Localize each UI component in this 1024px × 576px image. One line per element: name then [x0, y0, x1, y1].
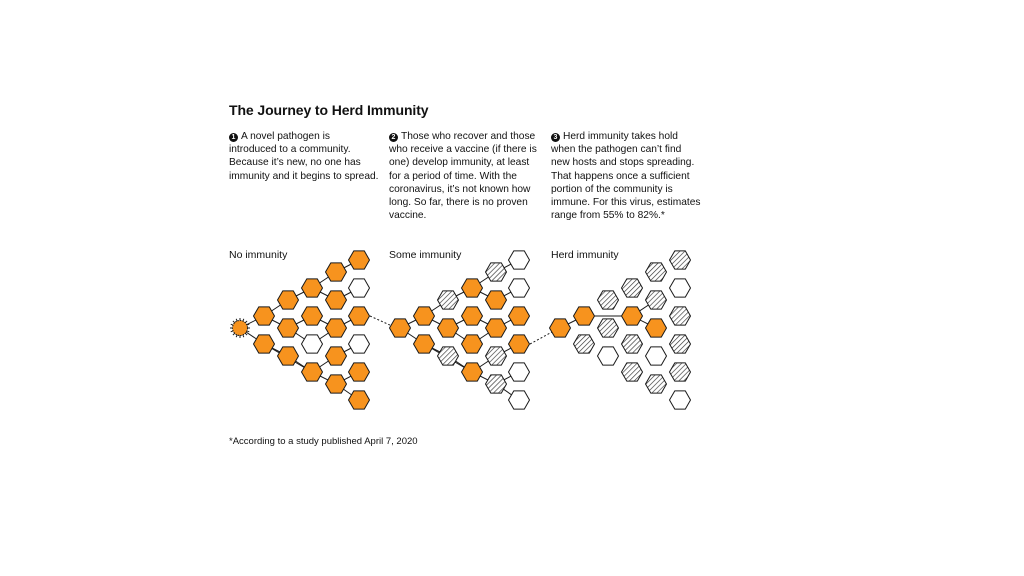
infected-person-hexagon: [507, 334, 531, 354]
infected-person-hexagon: [324, 346, 348, 366]
infected-person-hexagon: [252, 334, 276, 354]
infected-person-hexagon: [412, 306, 436, 326]
chart-title: The Journey to Herd Immunity: [229, 102, 429, 118]
infected-person-hexagon: [347, 306, 371, 326]
infected-person-hexagon: [548, 318, 572, 338]
susceptible-person-hexagon: [507, 362, 531, 382]
infected-person-hexagon: [252, 306, 276, 326]
panel-label-no-immunity: No immunity: [229, 249, 288, 261]
step-1-number: 1: [229, 133, 238, 142]
infected-person-hexagon: [324, 374, 348, 394]
infected-person-hexagon: [484, 290, 508, 310]
dashed-link-2-3: [529, 331, 553, 345]
infected-person-hexagon: [620, 306, 644, 326]
susceptible-person-hexagon: [347, 334, 371, 354]
susceptible-person-hexagon: [347, 278, 371, 298]
infected-person-hexagon: [300, 278, 324, 298]
infected-person-hexagon: [324, 262, 348, 282]
infected-person-hexagon: [644, 318, 668, 338]
immune-person-hexagon: [484, 346, 508, 366]
panel-label-some-immunity: Some immunity: [389, 249, 462, 261]
infected-person-hexagon: [460, 362, 484, 382]
immune-person-hexagon: [484, 374, 508, 394]
infected-person-hexagon: [460, 278, 484, 298]
susceptible-person-hexagon: [668, 278, 692, 298]
immune-person-hexagon: [596, 290, 620, 310]
immune-person-hexagon: [644, 262, 668, 282]
susceptible-person-hexagon: [300, 334, 324, 354]
immune-person-hexagon: [620, 362, 644, 382]
immune-person-hexagon: [644, 290, 668, 310]
susceptible-person-hexagon: [596, 346, 620, 366]
infected-person-hexagon: [484, 318, 508, 338]
infected-person-hexagon: [324, 290, 348, 310]
immune-person-hexagon: [436, 290, 460, 310]
susceptible-person-hexagon: [644, 346, 668, 366]
infected-person-hexagon: [347, 362, 371, 382]
susceptible-person-hexagon: [507, 390, 531, 410]
immune-person-hexagon: [620, 334, 644, 354]
infected-person-hexagon: [347, 390, 371, 410]
infected-person-hexagon: [572, 306, 596, 326]
susceptible-person-hexagon: [668, 390, 692, 410]
infected-person-hexagon: [347, 250, 371, 270]
dashed-link-1-2: [369, 315, 393, 327]
immune-person-hexagon: [644, 374, 668, 394]
infected-person-hexagon: [460, 306, 484, 326]
susceptible-person-hexagon: [507, 278, 531, 298]
step-1-text: A novel pathogen is introduced to a comm…: [229, 131, 379, 182]
infected-person-hexagon: [276, 290, 300, 310]
infected-person-hexagon: [324, 318, 348, 338]
immune-person-hexagon: [668, 334, 692, 354]
panel-label-herd-immunity: Herd immunity: [551, 249, 619, 261]
immune-person-hexagon: [668, 306, 692, 326]
infected-person-hexagon: [507, 306, 531, 326]
step-3-text: Herd immunity takes hold when the pathog…: [551, 131, 701, 222]
virus-icon: [230, 318, 250, 338]
infected-person-hexagon: [436, 318, 460, 338]
step-2-number: 2: [389, 133, 398, 142]
infected-person-hexagon: [460, 334, 484, 354]
infected-person-hexagon: [276, 318, 300, 338]
footnote: *According to a study published April 7,…: [229, 436, 418, 447]
immune-person-hexagon: [484, 262, 508, 282]
susceptible-person-hexagon: [507, 250, 531, 270]
immune-person-hexagon: [668, 362, 692, 382]
immune-person-hexagon: [596, 318, 620, 338]
infected-person-hexagon: [300, 306, 324, 326]
infected-person-hexagon: [388, 318, 412, 338]
immune-person-hexagon: [436, 346, 460, 366]
immune-person-hexagon: [620, 278, 644, 298]
infected-person-hexagon: [276, 346, 300, 366]
immune-person-hexagon: [572, 334, 596, 354]
immune-person-hexagon: [668, 250, 692, 270]
step-3-number: 3: [551, 133, 560, 142]
infected-person-hexagon: [412, 334, 436, 354]
step-2-text: Those who recover and those who receive …: [389, 131, 537, 222]
infected-person-hexagon: [300, 362, 324, 382]
